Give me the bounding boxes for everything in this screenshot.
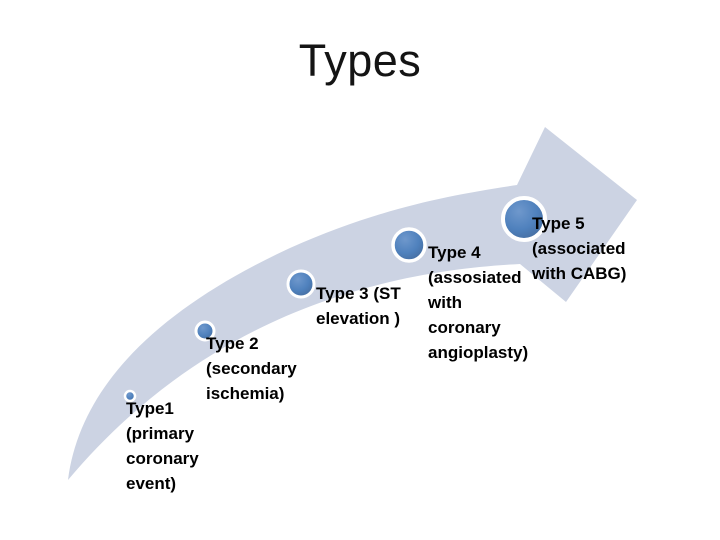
ascending-arrow-shape xyxy=(68,127,637,480)
slide-title: Types xyxy=(298,35,422,86)
milestone-circle-type4 xyxy=(391,227,427,263)
label-type2: Type 2 (secondary ischemia) xyxy=(206,334,297,403)
milestone-circle-type1 xyxy=(123,389,137,403)
milestone-circle-type5 xyxy=(501,196,547,242)
label-type3: Type 3 (ST elevation ) xyxy=(316,284,401,328)
milestone-circle-type2 xyxy=(194,320,216,342)
milestone-circle-type3 xyxy=(286,269,316,299)
label-type4: Type 4 (assosiated with coronary angiopl… xyxy=(428,243,529,362)
label-type5: Type 5 (associated with CABG) xyxy=(532,214,627,283)
label-type1: Type1 (primary coronary event) xyxy=(126,399,199,493)
